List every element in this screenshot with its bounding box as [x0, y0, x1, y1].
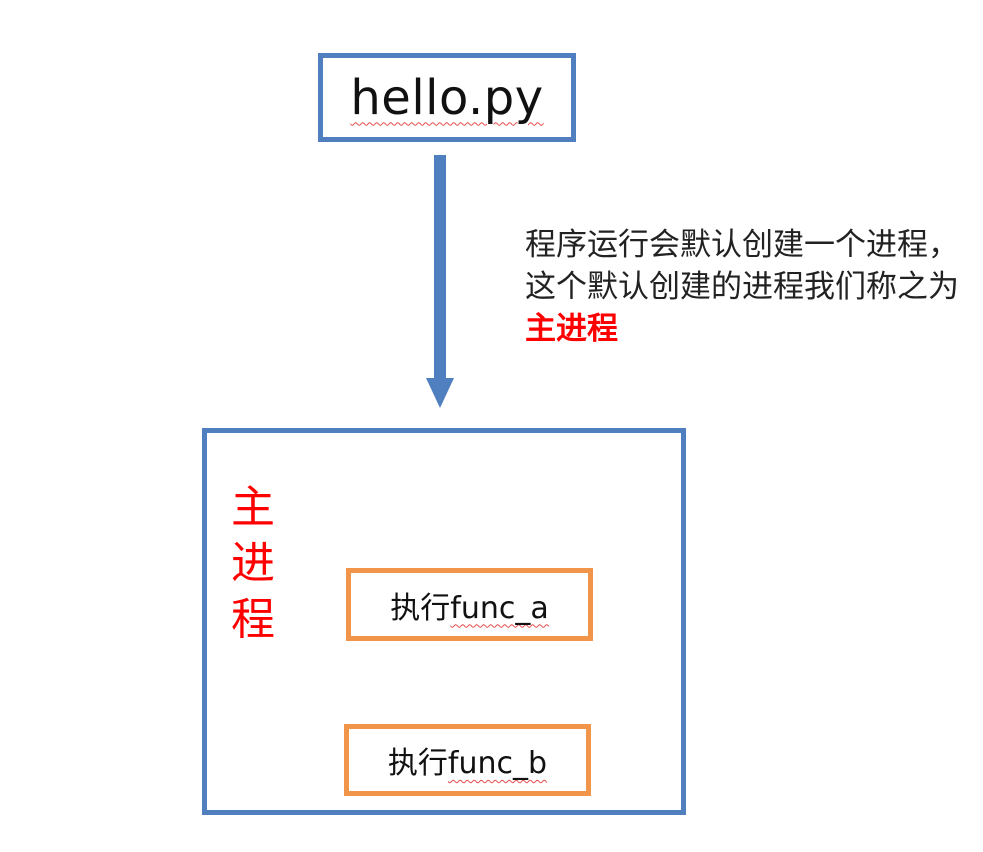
- step-prefix: 执行: [387, 746, 448, 781]
- step-func-b-label: 执行func_b: [388, 738, 547, 782]
- note-text: 程序运行会默认创建一个进程，这个默认创建的进程我们称之为主进程: [525, 224, 965, 350]
- main-flow-arrow: [426, 155, 454, 408]
- main-process-label-char: 进: [231, 538, 275, 589]
- note-highlight: 主进程: [525, 311, 618, 347]
- main-process-label-char: 主: [231, 482, 275, 533]
- step-func-a-box: 执行func_a: [346, 568, 593, 641]
- step-func-b-box: 执行func_b: [344, 724, 591, 796]
- func-name: func_a: [450, 590, 549, 626]
- step-prefix: 执行: [390, 590, 451, 626]
- main-process-label: 主 进 程: [228, 480, 278, 648]
- func-name: func_b: [447, 746, 548, 781]
- file-label: hello.py: [350, 69, 544, 126]
- step-func-a-label: 执行func_a: [390, 583, 548, 627]
- file-box: hello.py: [318, 53, 576, 142]
- note-body: 程序运行会默认创建一个进程，这个默认创建的进程我们称之为: [525, 227, 959, 305]
- main-process-label-char: 程: [231, 594, 275, 645]
